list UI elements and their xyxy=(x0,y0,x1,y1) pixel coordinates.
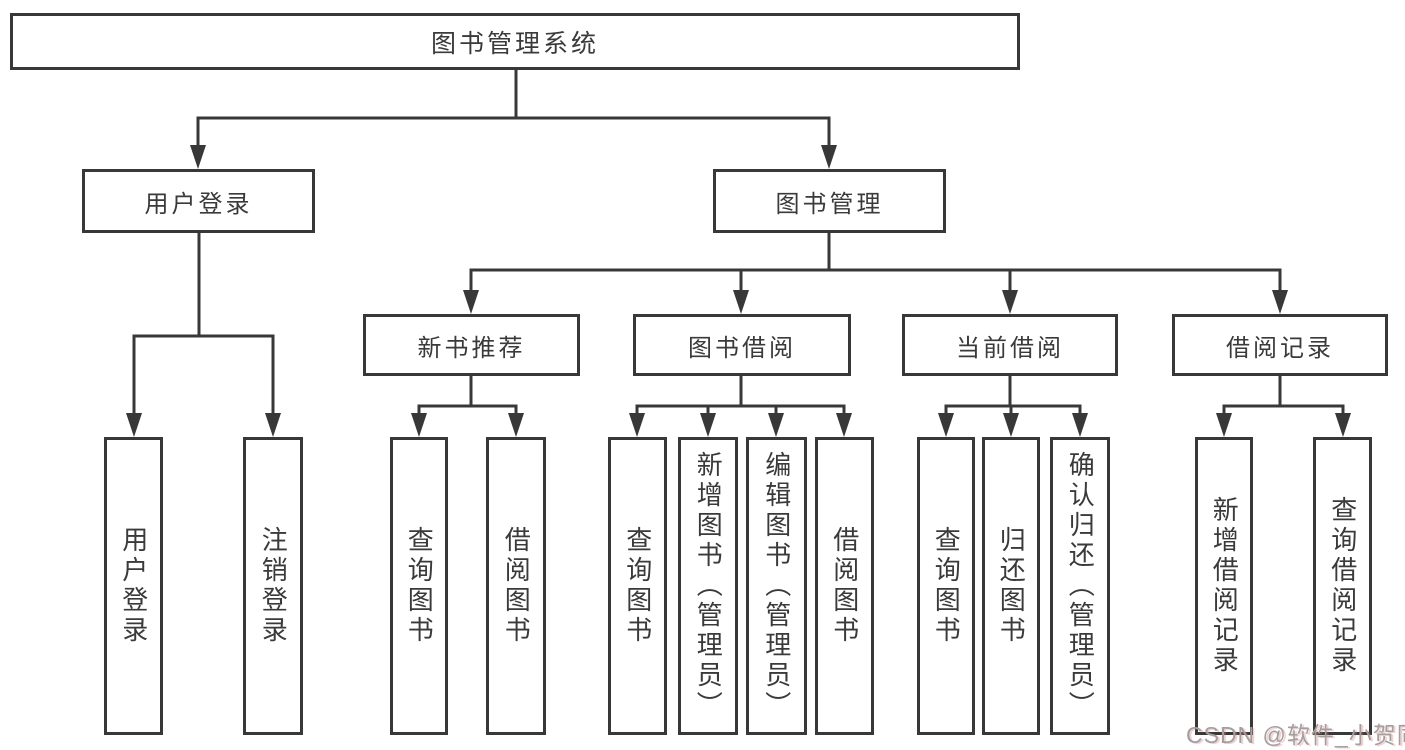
leaf-add-borrow-record: 新增借阅记录 xyxy=(1195,437,1253,735)
node-current-borrow: 当前借阅 xyxy=(902,314,1118,376)
leaf-confirm-return-admin: 确认归还（管理员） xyxy=(1050,437,1110,735)
leaf-add-books-admin: 新增图书（管理员） xyxy=(678,437,738,735)
leaf-query-books-borrow: 查询图书 xyxy=(608,437,667,735)
leaf-user-login: 用户登录 xyxy=(104,437,163,735)
arrowheads xyxy=(126,145,1351,437)
leaf-borrow-books-recommend: 借阅图书 xyxy=(486,437,546,735)
leaf-query-borrow-record: 查询借阅记录 xyxy=(1313,437,1372,735)
leaf-borrow-books: 借阅图书 xyxy=(815,437,874,735)
leaf-query-books-recommend: 查询图书 xyxy=(390,437,448,735)
node-book-management-branch: 图书管理 xyxy=(713,169,946,233)
node-borrow-records: 借阅记录 xyxy=(1172,314,1388,376)
leaf-return-books: 归还图书 xyxy=(982,437,1040,735)
leaf-edit-books-admin: 编辑图书（管理员） xyxy=(746,437,807,735)
node-library-management-system: 图书管理系统 xyxy=(10,13,1020,70)
leaf-logout: 注销登录 xyxy=(243,437,303,735)
node-new-book-recommend: 新书推荐 xyxy=(363,314,580,376)
csdn-watermark: CSDN @软件_小贺同学 xyxy=(1186,722,1405,748)
leaf-query-books-current: 查询图书 xyxy=(917,437,975,735)
node-book-borrow: 图书借阅 xyxy=(633,314,851,376)
node-user-login-branch: 用户登录 xyxy=(82,169,315,233)
